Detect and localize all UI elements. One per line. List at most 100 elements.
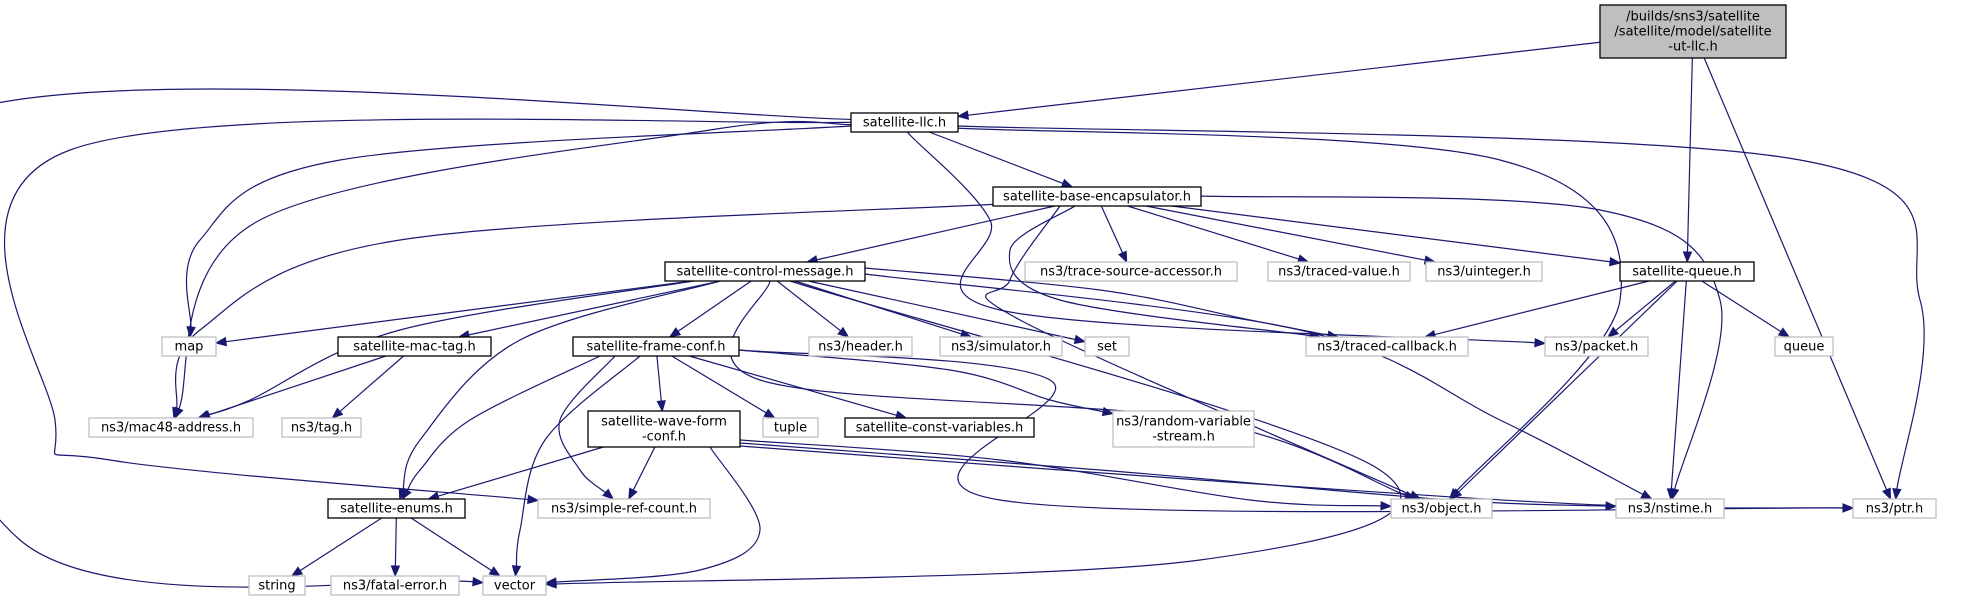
node-box [1619,261,1755,282]
edge-line [1686,57,1693,254]
node-box [850,112,959,133]
node-const-vars[interactable]: satellite-const-variables.h [844,417,1035,438]
arrowhead [390,565,401,578]
node-tuple: tuple [762,417,819,438]
edge-line [436,446,604,498]
node-label: satellite-enums.h [340,502,453,517]
edge-line [776,280,842,332]
edge-line [832,269,1645,496]
edge-line [1145,205,1427,261]
node-label: /satellite/model/satellite [1614,25,1771,40]
arrowhead [1606,326,1620,338]
node-box [1305,336,1469,357]
node-llc[interactable]: satellite-llc.h [850,112,959,133]
edge-ctrl_msg-to-simulator [794,280,973,339]
node-wave-form[interactable]: satellite-wave-form-conf.h [587,410,741,448]
node-uinteger: ns3/uinteger.h [1425,261,1543,282]
node-traced-cb: ns3/traced-callback.h [1305,336,1469,357]
arrowhead [1892,488,1902,501]
edge-ctrl_msg-to-header [776,280,850,338]
edge-wave_form-to-simple_ref [628,446,656,501]
node-packet: ns3/packet.h [1544,336,1649,357]
node-box [1599,4,1787,59]
node-nstime: ns3/nstime.h [1615,498,1725,519]
node-label: map [175,340,204,355]
edge-queue-to-nstime [1666,280,1687,501]
edge-frame_conf-to-tuple [671,355,776,419]
arrowhead [214,336,228,347]
edge-line [1457,280,1678,494]
node-mac-tag[interactable]: satellite-mac-tag.h [337,336,492,357]
node-label: ns3/mac48-address.h [101,421,241,436]
node-box [161,336,217,357]
arrowhead [656,400,666,413]
node-label: ns3/fatal-error.h [343,579,447,594]
arrowhead [1073,334,1087,345]
arrowhead [763,408,776,419]
edge-enums-to-string [290,517,383,577]
edge-base_enc-to-queue [1171,205,1622,267]
edge-queue-to-object [1450,280,1678,500]
edge-root-to-ptr [1703,57,1892,501]
node-label: ns3/nstime.h [1628,502,1712,517]
edge-llc-to-map [185,122,890,339]
node-label: ns3/ptr.h [1866,502,1924,517]
node-ctrl-msg[interactable]: satellite-control-message.h [664,261,866,282]
edge-enums-to-vector [410,517,502,577]
edge-line [298,517,383,572]
arrowhead [1640,489,1653,500]
arrowhead [488,566,502,577]
node-root[interactable]: /builds/sns3/satellite/satellite/model/s… [1599,4,1787,59]
edge-line [676,280,752,333]
node-frame-conf[interactable]: satellite-frame-conf.h [572,336,740,357]
node-trace-src: ns3/trace-source-accessor.h [1024,261,1238,282]
node-label: queue [1784,340,1825,355]
edge-line [729,273,1408,497]
node-label: ns3/uinteger.h [1437,265,1531,280]
edge-line [632,446,656,492]
edge-line [467,280,721,336]
edge-line [515,349,648,568]
node-base-enc[interactable]: satellite-base-encapsulator.h [992,186,1202,207]
node-enums[interactable]: satellite-enums.h [327,498,466,519]
edge-frame_conf-to-enums [401,350,611,501]
arrowhead [472,576,485,587]
node-traced-val: ns3/traced-value.h [1267,261,1411,282]
node-box [762,417,819,438]
edge-ctrl_msg-to-object [729,273,1417,500]
arrowhead [1534,337,1547,348]
node-box [337,336,492,357]
arrowhead [602,488,615,500]
node-box [939,336,1063,357]
edge-ctrl_msg-to-nstime [832,269,1653,500]
node-box [537,498,711,519]
node-label: string [258,579,295,594]
node-box [1084,336,1130,357]
node-box [1852,498,1937,519]
edge-llc-to-base_enc [928,131,1074,188]
edge-llc-to-object [915,125,1623,501]
node-fatal-err: ns3/fatal-error.h [330,575,460,596]
edge-line [1100,205,1124,255]
node-box [482,575,547,596]
edge-line [656,355,662,403]
node-label: ns3/simple-ref-count.h [551,502,697,517]
edge-ctrl_msg-to-frame_conf [668,280,752,338]
node-box [1615,498,1725,519]
node-queue[interactable]: satellite-queue.h [1619,261,1755,282]
edge-enums-to-fatal_err [390,517,401,578]
node-queue-std: queue [1774,336,1834,357]
arrowhead [1882,487,1892,501]
arrowhead [837,326,850,338]
arrowhead [527,494,540,505]
node-header: ns3/header.h [808,336,913,357]
node-label: -conf.h [642,430,686,445]
node-box [844,417,1035,438]
edge-llc-to-packet [903,127,1547,348]
edge-line [1433,280,1650,336]
edge-line [1171,205,1612,263]
edge-line [1127,205,1300,260]
node-label: ns3/object.h [1401,502,1481,517]
edge-line [928,131,1065,185]
